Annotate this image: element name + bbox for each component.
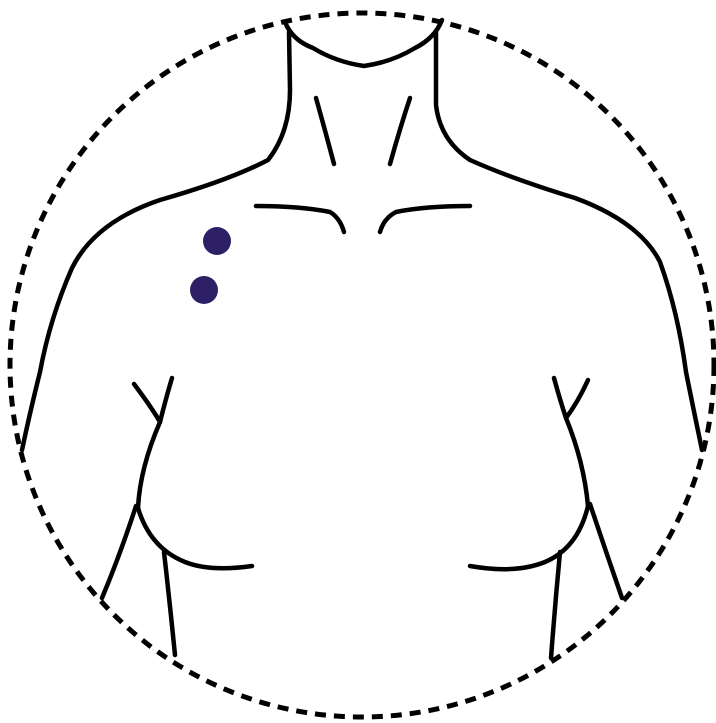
marker-dot-upper xyxy=(203,227,231,255)
dashed-boundary-circle xyxy=(10,13,714,717)
torso-outline xyxy=(22,20,702,658)
right-armpit xyxy=(566,380,588,418)
neck-tendon-left xyxy=(316,98,334,164)
neckline xyxy=(285,20,442,66)
right-chest-side xyxy=(554,378,588,506)
marker-group xyxy=(190,227,231,304)
left-breast xyxy=(138,508,252,568)
collarbone-left xyxy=(256,206,344,232)
right-torso-side xyxy=(551,552,560,658)
left-armpit xyxy=(134,384,160,422)
marker-dot-lower xyxy=(190,276,218,304)
neck-tendon-right xyxy=(390,98,410,164)
right-lower-arm xyxy=(590,504,622,598)
right-breast xyxy=(470,506,588,569)
left-torso-side xyxy=(164,552,175,655)
right-shoulder-arm xyxy=(436,32,702,450)
collarbone-right xyxy=(380,206,470,232)
left-lower-arm xyxy=(102,506,136,598)
left-shoulder-arm xyxy=(22,32,290,450)
